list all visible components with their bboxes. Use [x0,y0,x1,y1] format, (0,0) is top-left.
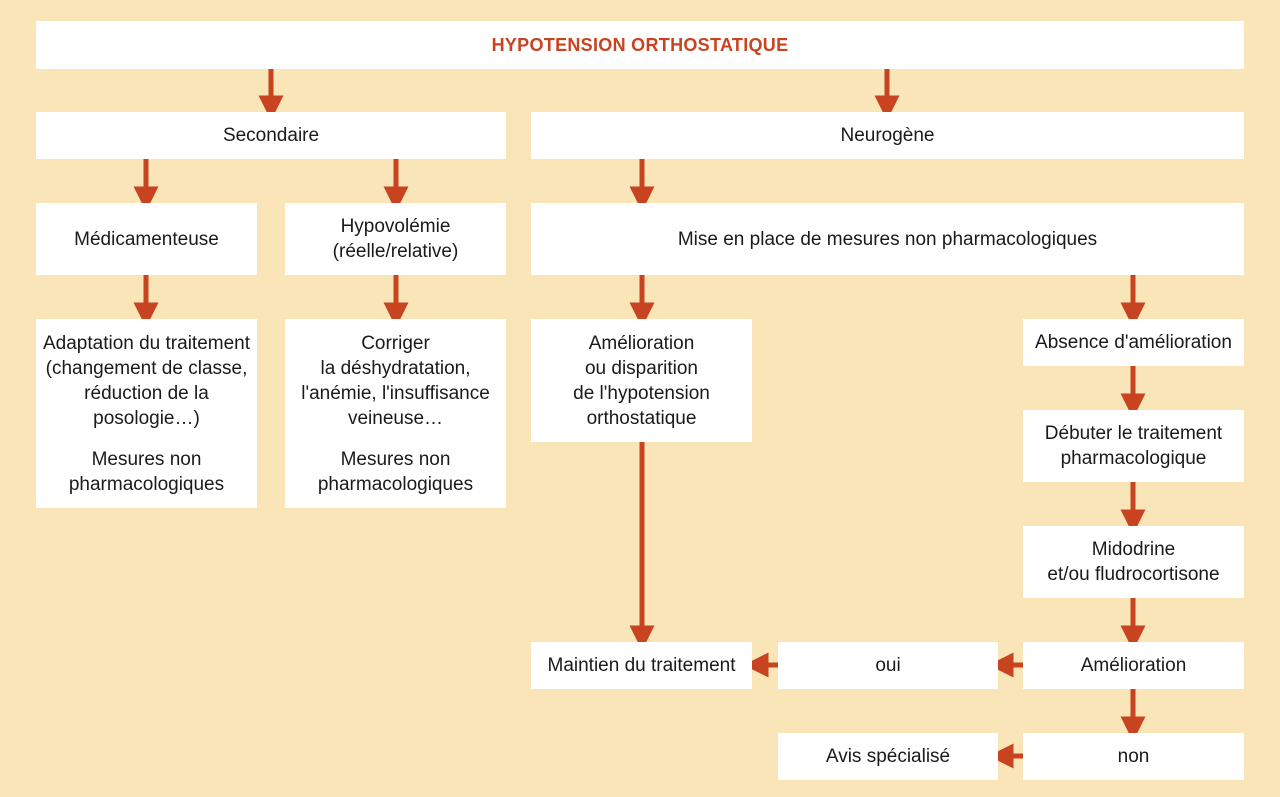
corriger-box: Corriger la déshydratation, l'anémie, l'… [285,319,506,508]
amelioration-label: Amélioration [1080,655,1187,676]
corriger-line: l'anémie, l'insuffisance [301,382,490,404]
measures-line: Mesures non [340,448,451,470]
corriger-line: Corriger [361,332,430,354]
avis-label: Avis spécialisé [825,746,951,767]
medicamenteuse-label: Médicamenteuse [74,228,219,250]
amelioration-line: ou disparition [584,357,699,379]
adaptation-line: réduction de la [84,382,209,404]
page-title: HYPOTENSION ORTHOSTATIQUE [491,34,789,55]
secondaire-label: Secondaire [222,125,320,146]
absence-amelioration-box: Absence d'amélioration [1023,319,1244,366]
neurogene-box: Neurogène [531,112,1244,159]
hypovolemie-line: Hypovolémie [340,216,451,237]
maintien-label: Maintien du traitement [547,655,736,676]
absence-label: Absence d'amélioration [1035,332,1232,353]
measures-line: pharmacologiques [68,473,225,495]
adaptation-line: Adaptation du traitement [42,332,251,354]
amelioration-line: Amélioration [588,332,695,354]
measures-line: Mesures non [91,448,202,470]
amelioration-line: de l'hypotension [573,382,710,404]
amelioration-line: orthostatique [586,407,697,429]
amelioration-disparition-box: Amélioration ou disparition de l'hypoten… [531,319,752,442]
medicamenteuse-box: Médicamenteuse [36,203,257,275]
non-label: non [1117,746,1150,767]
nonpharma-label: Mise en place de mesures non pharmacolog… [677,228,1098,250]
corriger-line: la déshydratation, [320,357,471,379]
adaptation-line: (changement de classe, [45,357,248,379]
oui-box: oui [778,642,998,689]
nonpharma-box: Mise en place de mesures non pharmacolog… [531,203,1244,275]
hypovolemie-line: (réelle/relative) [332,241,459,262]
midodrine-line: et/ou fludrocortisone [1047,564,1220,585]
measures-line: pharmacologiques [317,473,474,495]
debuter-traitement-box: Débuter le traitement pharmacologique [1023,410,1244,482]
corriger-line: veineuse… [347,407,444,429]
debuter-line: Débuter le traitement [1044,423,1223,444]
adaptation-box: Adaptation du traitement (changement de … [36,319,257,508]
midodrine-line: Midodrine [1091,539,1176,560]
amelioration-box: Amélioration [1023,642,1244,689]
debuter-line: pharmacologique [1060,448,1207,469]
title-box: HYPOTENSION ORTHOSTATIQUE [36,21,1244,69]
hypovolemie-box: Hypovolémie (réelle/relative) [285,203,506,275]
maintien-traitement-box: Maintien du traitement [531,642,752,689]
neurogene-label: Neurogène [840,125,935,146]
avis-specialise-box: Avis spécialisé [778,733,998,780]
midodrine-box: Midodrine et/ou fludrocortisone [1023,526,1244,598]
secondaire-box: Secondaire [36,112,506,159]
adaptation-line: posologie…) [93,407,200,429]
non-box: non [1023,733,1244,780]
oui-label: oui [875,655,901,676]
